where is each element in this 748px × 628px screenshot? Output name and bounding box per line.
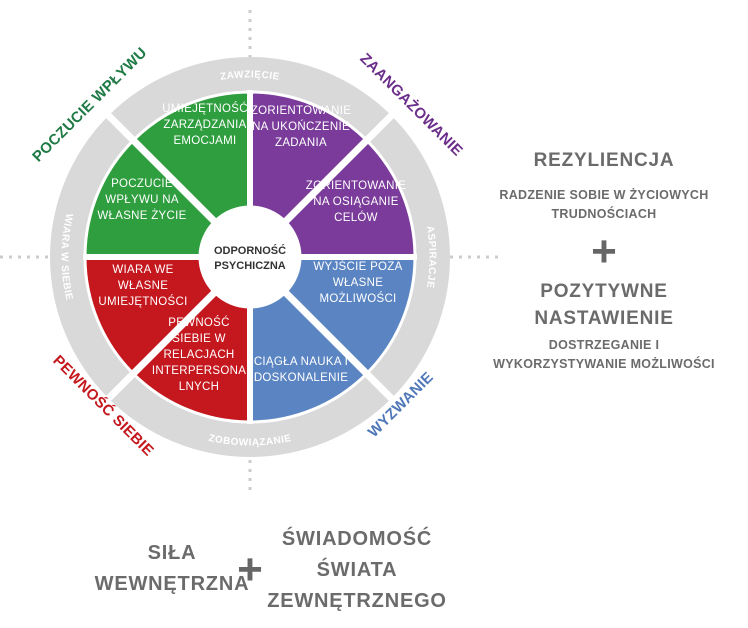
segment-label-line: EMOCJAMI	[173, 135, 236, 147]
inner-strength-block: SIŁA WEWNĘTRZNA	[92, 538, 252, 600]
segment-label-bottom-left-upper: WIARA WE WŁASNE UMIEJĘTNOŚCI	[98, 264, 187, 308]
resilience-subtitle-line2: TRUDNOŚCIACH	[551, 207, 657, 221]
ring-label-right: ASPIRACJE	[424, 225, 438, 289]
inner-strength-line1: SIŁA	[147, 542, 197, 564]
segment-label-line: DOSKONALENIE	[254, 372, 348, 384]
segment-label-line: CIĄGŁA NAUKA I	[254, 356, 348, 368]
center-label: ODPORNOŚĆ PSYCHICZNA	[214, 244, 286, 272]
segment-label-line: UMIEJĘTNOŚCI	[98, 295, 187, 308]
segment-label-line: LNYCH	[179, 381, 219, 393]
segment-label-top-left-lower: POCZUCIE WPŁYWU NA WŁASNE ŻYCIE	[97, 178, 186, 222]
world-awareness-line3: ZEWNĘTRZNEGO	[267, 590, 447, 612]
positive-attitude-line2: NASTAWIENIE	[534, 308, 674, 329]
center-circle	[200, 207, 300, 307]
resilience-wheel: UMIEJĘTNOŚĆ ZARZĄDZANIA EMOCJAMI POCZUCIE WP…	[0, 10, 500, 495]
ring-label-left: WIARA W SIEBIE	[58, 213, 74, 302]
segment-label-top-left-upper: UMIEJĘTNOŚĆ ZARZĄDZANIA EMOCJAMI	[162, 102, 248, 147]
diagonal-divider	[282, 111, 396, 225]
segment-label-top-right-lower: ZORIENTOWANIE NA OSIĄGANIE CELÓW	[306, 180, 406, 224]
segment-label-line: UMIEJĘTNOŚĆ	[162, 102, 248, 115]
center-label-line: PSYCHICZNA	[214, 260, 286, 272]
segment-label-line: ZADANIA	[275, 137, 327, 149]
ring-labels: ZAWZIĘCIE ASPIRACJE ZOBOWIĄZANIE WIARA W SI…	[58, 69, 437, 448]
right-panel: REZYLIENCJA RADZENIE SOBIE W ŻYCIOWYCH T…	[486, 150, 722, 374]
segment-label-line: WŁASNE	[118, 280, 168, 292]
diagonal-divider	[104, 289, 218, 403]
segment-label-line: NA OSIĄGANIE	[313, 196, 398, 208]
plus-icon: +	[591, 227, 617, 276]
segment-label-line: WPŁYWU NA	[105, 194, 179, 206]
segment-label-top-right-upper: ZORIENTOWANIE NA UKOŃCZENIE ZADANIA	[251, 105, 351, 149]
segment-label-line: RELACJACH	[163, 349, 234, 361]
ring-label-top: ZAWZIĘCIE	[219, 69, 280, 82]
inner-strength-line2: WEWNĘTRZNA	[94, 573, 250, 595]
segment-label-bottom-right-lower: CIĄGŁA NAUKA I DOSKONALENIE	[254, 356, 348, 384]
diagonal-divider	[282, 289, 396, 403]
center-label-line: ODPORNOŚĆ	[214, 244, 286, 257]
segment-label-line: WŁASNE ŻYCIE	[97, 209, 186, 222]
segment-label-line: SIEBIE W	[172, 333, 226, 345]
segment-label-line: WYJŚCIE POZA	[313, 260, 402, 273]
positive-attitude-subtitle-line1: DOSTRZEGANIE I	[548, 338, 660, 352]
segment-label-line: MOŻLIWOŚCI	[319, 292, 396, 305]
segment-label-line: WŁASNE	[333, 277, 383, 289]
positive-attitude-subtitle-line2: WYKORZYSTYWANIE MOŻLIWOŚCI	[493, 357, 715, 371]
segment-label-line: WIARA WE	[112, 264, 173, 276]
segment-label-line: POCZUCIE	[111, 178, 173, 190]
diagonal-divider	[104, 111, 218, 225]
segment-label-line: ZORIENTOWANIE	[251, 105, 351, 117]
wheel-center: ODPORNOŚĆ PSYCHICZNA	[200, 207, 300, 307]
resilience-subtitle-line1: RADZENIE SOBIE W ŻYCIOWYCH	[499, 188, 709, 202]
world-awareness-line1: ŚWIADOMOŚĆ	[281, 528, 433, 550]
segment-label-line: NA UKOŃCZENIE	[252, 120, 350, 133]
segment-label-line: ZARZĄDZANIA	[163, 119, 246, 131]
world-awareness-block: ŚWIADOMOŚĆ ŚWIATA ZEWNĘTRZNEGO	[262, 524, 452, 617]
segment-label-bottom-right-upper: WYJŚCIE POZA WŁASNE MOŻLIWOŚCI	[313, 260, 402, 305]
world-awareness-line2: ŚWIATA	[316, 559, 398, 581]
segment-label-line: ZORIENTOWANIE	[306, 180, 406, 192]
wheel-segments: UMIEJĘTNOŚĆ ZARZĄDZANIA EMOCJAMI POCZUCIE WP…	[83, 90, 417, 424]
positive-attitude-line1: POZYTYWNE	[540, 281, 668, 302]
segment-label-line: INTERPERSONA	[152, 365, 246, 377]
bottom-plus-icon: +	[237, 545, 263, 594]
resilience-title: REZYLIENCJA	[533, 150, 675, 171]
segment-label-line: CELÓW	[334, 211, 378, 224]
ring-label-bottom: ZOBOWIĄZANIE	[207, 433, 292, 449]
